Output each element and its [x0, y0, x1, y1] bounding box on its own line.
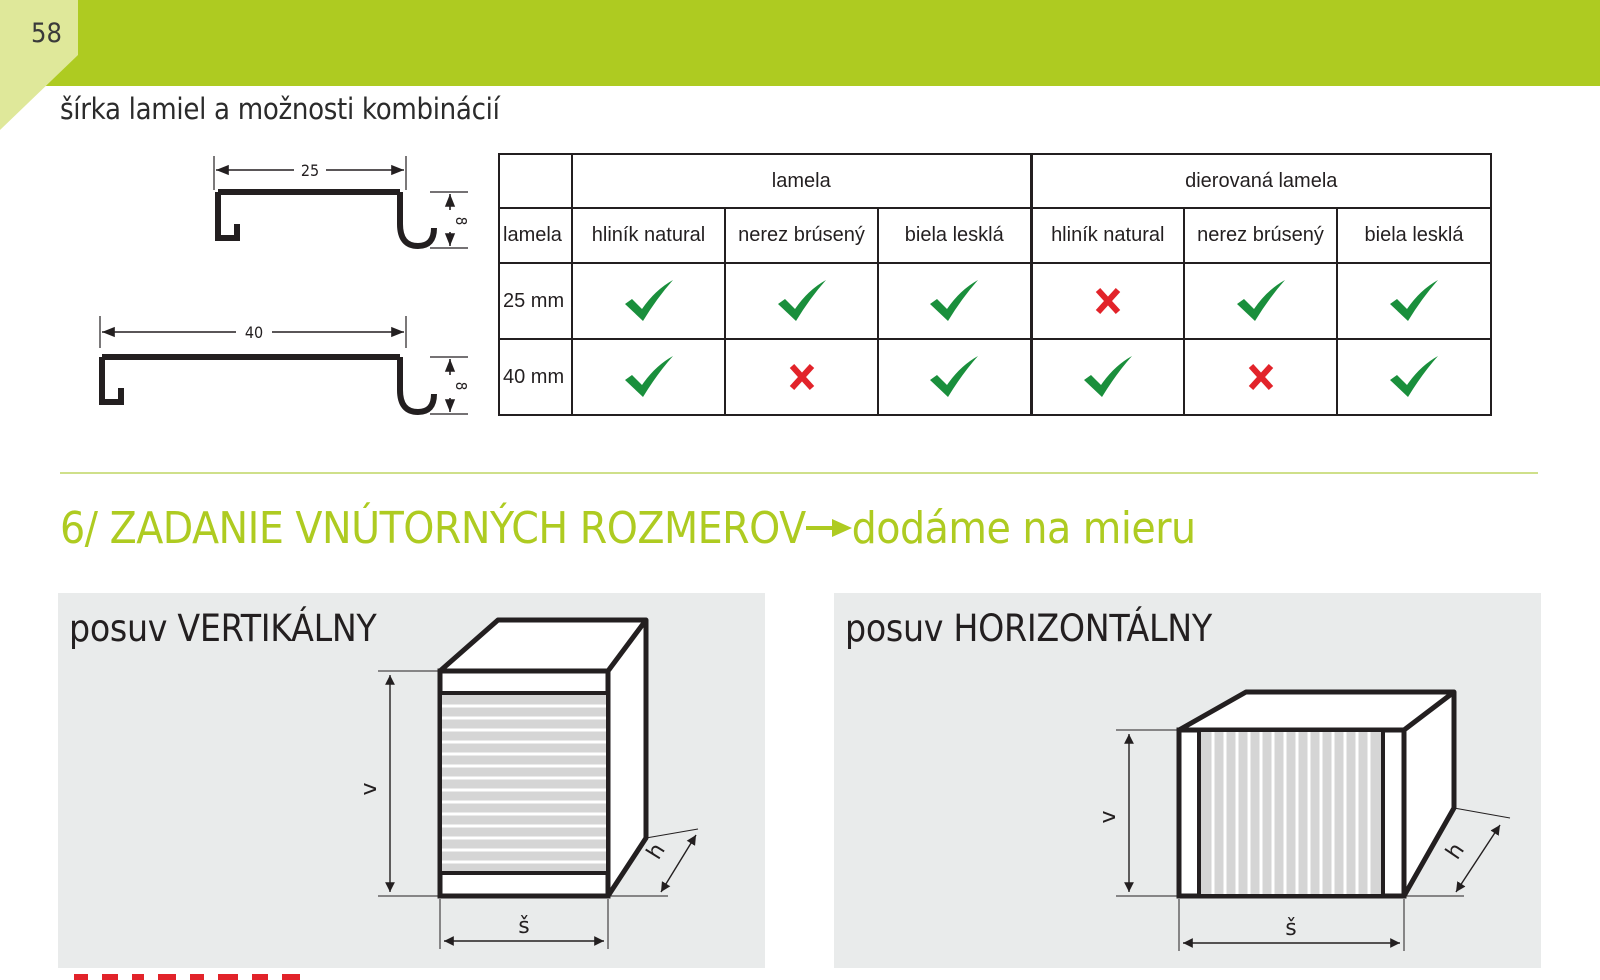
row-label: 25 mm: [498, 262, 573, 340]
row-label: 40 mm: [498, 338, 573, 416]
cross-icon: [776, 354, 828, 400]
checkmark-icon: [623, 278, 675, 324]
section-6-title: 6/ ZADANIE VNÚTORNÝCH ROZMEROV dodáme na …: [60, 503, 1196, 554]
table-row: 25 mm: [498, 262, 1493, 340]
checkmark-icon: [1235, 278, 1287, 324]
table-cell: [724, 338, 879, 416]
combination-table: lamela dierovaná lamela lamela hliník na…: [498, 153, 1493, 416]
checkmark-icon: [1388, 354, 1440, 400]
page-corner-tab: [0, 0, 78, 130]
panel-vertical-title: posuv VERTIKÁLNY: [69, 607, 377, 650]
checkmark-icon: [776, 278, 828, 324]
vertical-dim-v: v: [357, 782, 382, 795]
table-cell: [724, 262, 879, 340]
section-6-title-suffix: dodáme na mieru: [851, 503, 1196, 554]
panel-horizontal-title: posuv HORIZONTÁLNY: [845, 607, 1212, 650]
column-header: biela lesklá: [876, 207, 1033, 264]
row-header-lamela: lamela: [498, 207, 573, 264]
table-cell: [1029, 338, 1186, 416]
table-cell: [876, 338, 1033, 416]
column-header: nerez brúsený: [724, 207, 879, 264]
checkmark-icon: [928, 354, 980, 400]
section-divider: [60, 472, 1538, 474]
checkmark-icon: [1388, 278, 1440, 324]
cross-icon: [1082, 278, 1134, 324]
table-cell: [571, 262, 726, 340]
horizontal-dim-v: v: [1096, 810, 1121, 823]
profile-25-height-label: 8: [452, 217, 470, 226]
table-cell: [876, 262, 1033, 340]
table-cell: [1183, 262, 1339, 340]
column-header: biela lesklá: [1336, 207, 1493, 264]
column-header: nerez brúsený: [1183, 207, 1339, 264]
profile-40-height-label: 8: [452, 382, 470, 391]
panel-horizontal: posuv HORIZONTÁLNY v š: [834, 593, 1541, 968]
table-cell: [1336, 262, 1493, 340]
vertical-dim-w: š: [518, 914, 529, 939]
checkmark-icon: [1082, 354, 1134, 400]
horizontal-dim-h: h: [1441, 839, 1470, 865]
profile-40: 40 8: [99, 316, 470, 416]
group-header-dierovana-lamela: dierovaná lamela: [1029, 153, 1493, 209]
table-cell: [1336, 338, 1493, 416]
checkmark-icon: [928, 278, 980, 324]
section-6-title-main: 6/ ZADANIE VNÚTORNÝCH ROZMEROV: [60, 503, 806, 554]
section-subtitle: šírka lamiel a možnosti kombinácií: [60, 92, 500, 126]
table-cell: [571, 338, 726, 416]
column-header: hliník natural: [571, 207, 726, 264]
vertical-cabinet-diagram: v š h: [357, 617, 699, 949]
profile-25: 25 8: [213, 156, 470, 250]
cropped-red-text-fragment: [74, 974, 300, 980]
group-header-lamela: lamela: [570, 153, 1033, 209]
profile-40-width-label: 40: [245, 323, 263, 342]
horizontal-cabinet-diagram: v š h: [1096, 689, 1511, 951]
header-band: [0, 0, 1600, 86]
vertical-dim-h: h: [642, 839, 671, 864]
table-corner-cell: [498, 153, 573, 209]
profile-25-width-label: 25: [301, 161, 319, 180]
cross-icon: [1235, 354, 1287, 400]
column-header: hliník natural: [1029, 207, 1186, 264]
table-row: 40 mm: [498, 338, 1493, 416]
lamella-profiles-diagram: 25 8 40 8: [99, 156, 470, 416]
page-number: 58: [31, 18, 62, 49]
checkmark-icon: [623, 354, 675, 400]
table-cell: [1029, 262, 1186, 340]
table-cell: [1183, 338, 1339, 416]
arrow-right-icon: [805, 519, 852, 537]
panel-vertical: posuv VERTIKÁLNY v š: [58, 593, 765, 968]
horizontal-dim-w: š: [1285, 916, 1296, 941]
